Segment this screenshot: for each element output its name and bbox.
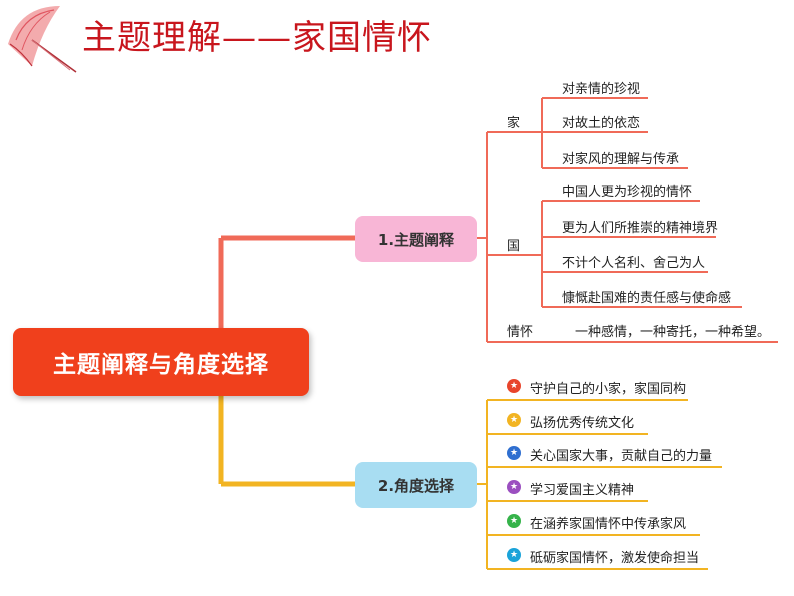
branch-node-theme: 1.主题阐释 xyxy=(355,216,477,262)
page-title: 主题理解——家国情怀 xyxy=(82,18,432,58)
leaf-angle-1: 守护自己的小家，家国同构 xyxy=(530,382,687,397)
leaf-nation-4: 慷慨赴国难的责任感与使命感 xyxy=(562,291,732,306)
branch-node-angle: 2.角度选择 xyxy=(355,462,477,508)
star-icon: ★ xyxy=(507,514,521,528)
leaf-feeling-1: 一种感情，一种寄托，一种希望。 xyxy=(575,325,771,340)
star-icon: ★ xyxy=(507,446,521,460)
group-label-feeling: 情怀 xyxy=(507,325,534,340)
group-label-home: 家 xyxy=(507,116,521,131)
leaf-nation-2: 更为人们所推崇的精神境界 xyxy=(562,221,719,236)
leaf-home-3: 对家风的理解与传承 xyxy=(562,152,680,167)
leaf-angle-5: 在涵养家国情怀中传承家风 xyxy=(530,517,687,532)
star-icon: ★ xyxy=(507,480,521,494)
leaf-nation-3: 不计个人名利、舍己为人 xyxy=(562,256,706,271)
star-icon: ★ xyxy=(507,548,521,562)
star-icon: ★ xyxy=(507,379,521,393)
leaf-angle-4: 学习爱国主义精神 xyxy=(530,483,635,498)
leaf-angle-3: 关心国家大事，贡献自己的力量 xyxy=(530,449,713,464)
leaf-angle-2: 弘扬优秀传统文化 xyxy=(530,416,635,431)
leaf-nation-1: 中国人更为珍视的情怀 xyxy=(562,185,693,200)
leaf-home-2: 对故土的依恋 xyxy=(562,116,641,131)
umbrella-icon xyxy=(8,6,77,73)
group-label-nation: 国 xyxy=(507,239,521,254)
leaf-home-1: 对亲情的珍视 xyxy=(562,82,641,97)
root-node: 主题阐释与角度选择 xyxy=(13,328,309,396)
leaf-angle-6: 砥砺家国情怀，激发使命担当 xyxy=(530,551,700,566)
star-icon: ★ xyxy=(507,413,521,427)
